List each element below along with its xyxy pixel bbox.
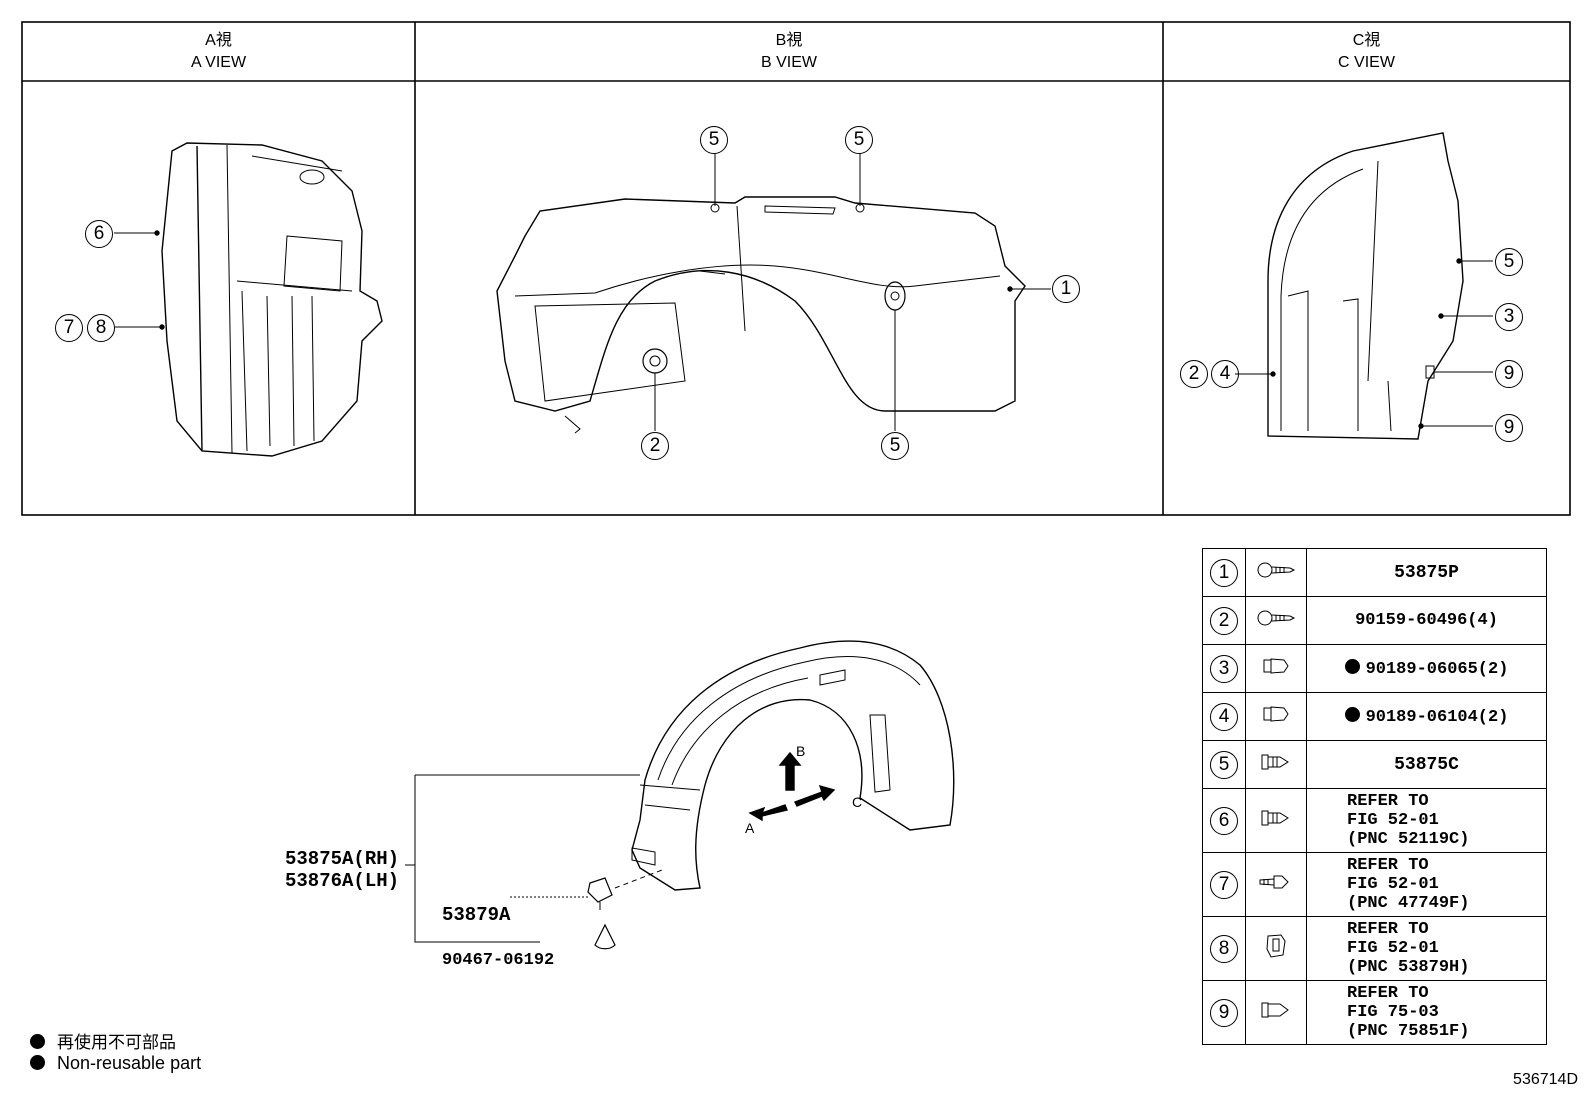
parts-row-4: 4 90189-06104(2) <box>1202 692 1547 741</box>
part-number: 53875C <box>1306 740 1547 789</box>
legend-en-text: Non-reusable part <box>57 1053 202 1073</box>
a-view-drawing <box>114 142 383 457</box>
callout-9-c-upper: 9 <box>1495 360 1523 388</box>
row-number: 1 <box>1210 558 1238 587</box>
ref-line: REFER TO <box>1347 792 1429 811</box>
screw-icon <box>1257 610 1296 626</box>
part-number: 90189-06104(2) <box>1365 707 1509 727</box>
callout-7-a: 7 <box>55 314 83 342</box>
row-number: 4 <box>1210 702 1238 731</box>
callout-3-c: 3 <box>1495 303 1523 331</box>
part-number: 90189-06065(2) <box>1365 659 1509 679</box>
liner-rh-label: 53875A(RH) <box>285 848 400 870</box>
ref-line: REFER TO <box>1347 920 1429 939</box>
callout-2-b: 2 <box>641 432 669 460</box>
callout-5-b-left: 5 <box>700 126 728 154</box>
row-number: 7 <box>1210 870 1238 899</box>
parts-row-1: 1 53875P <box>1202 548 1547 597</box>
ref-line: (PNC 53879H) <box>1347 958 1470 977</box>
a-view-title-en: A VIEW <box>190 54 247 71</box>
c-view-title-en: C VIEW <box>1338 54 1395 71</box>
part-cell: 90189-06065(2) <box>1306 644 1547 693</box>
callout-5-c: 5 <box>1495 248 1523 276</box>
ref-line: FIG 52-01 <box>1347 875 1439 894</box>
callout-4-c: 4 <box>1211 360 1239 388</box>
nut-icon <box>1263 706 1289 722</box>
screw-icon <box>1257 562 1296 578</box>
b-view-drawing <box>496 153 1051 434</box>
direction-c-label: C <box>852 794 863 810</box>
ref-line: (PNC 52119C) <box>1347 830 1470 849</box>
part-cell: 90189-06104(2) <box>1306 692 1547 741</box>
retainer-icon <box>1266 934 1286 958</box>
figure-id: 536714D <box>1513 1071 1578 1088</box>
ref-line: REFER TO <box>1347 984 1429 1003</box>
non-reusable-dot-icon <box>1344 706 1360 722</box>
row-number: 8 <box>1210 934 1238 963</box>
callout-5-b-bottom: 5 <box>881 432 909 460</box>
parts-row-3: 3 90189-06065(2) <box>1202 644 1547 693</box>
c-view-title-jp: C視 <box>1352 32 1381 49</box>
ref-line: (PNC 75851F) <box>1347 1022 1470 1041</box>
row-number: 2 <box>1210 606 1238 635</box>
row-number: 5 <box>1210 750 1238 779</box>
parts-row-2: 2 90159-60496(4) <box>1202 596 1547 645</box>
callout-6-a: 6 <box>85 220 113 248</box>
fender-liner-drawing <box>405 640 955 950</box>
part-number: 53875P <box>1306 548 1547 597</box>
legend-en: Non-reusable part <box>30 1053 201 1074</box>
callout-9-c-lower: 9 <box>1495 414 1523 442</box>
c-view-drawing <box>1235 132 1493 440</box>
c-view-header: C視 C VIEW <box>1163 30 1570 74</box>
legend-jp: 再使用不可部品 <box>30 1028 176 1053</box>
push-clip-icon <box>1259 875 1289 889</box>
callout-5-b-right: 5 <box>845 126 873 154</box>
callout-1-b: 1 <box>1052 275 1080 303</box>
ref-line: FIG 52-01 <box>1347 939 1439 958</box>
a-view-header: A視 A VIEW <box>22 30 415 74</box>
ref-line: FIG 75-03 <box>1347 1003 1439 1022</box>
callout-2-c: 2 <box>1180 360 1208 388</box>
part-number: 90159-60496(4) <box>1306 596 1547 645</box>
clip-label: 90467-06192 <box>442 951 555 970</box>
direction-b-label: B <box>796 743 806 759</box>
liner-lh-label: 53876A(LH) <box>285 870 400 892</box>
clip-icon <box>1261 754 1289 770</box>
row-number: 6 <box>1210 806 1238 835</box>
nut-icon <box>1263 658 1289 674</box>
row-number: 9 <box>1210 998 1238 1027</box>
b-view-title-en: B VIEW <box>760 54 817 71</box>
a-view-title-jp: A視 <box>205 32 232 49</box>
parts-table: 1 53875P 2 90159-60496(4) 3 90189-06065(… <box>1202 548 1547 1045</box>
row-number: 3 <box>1210 654 1238 683</box>
ref-line: FIG 52-01 <box>1347 811 1439 830</box>
b-view-header: B視 B VIEW <box>415 30 1163 74</box>
non-reusable-dot-icon <box>30 1055 45 1070</box>
ref-line: REFER TO <box>1347 856 1429 875</box>
non-reusable-dot-icon <box>1344 658 1360 674</box>
clip-icon <box>1261 1002 1289 1018</box>
non-reusable-dot-icon <box>30 1034 45 1049</box>
callout-8-a: 8 <box>87 314 115 342</box>
retainer-label: 53879A <box>442 904 511 926</box>
ref-line: (PNC 47749F) <box>1347 894 1470 913</box>
b-view-title-jp: B視 <box>775 32 803 49</box>
legend-jp-text: 再使用不可部品 <box>57 1033 176 1052</box>
parts-row-5: 5 53875C <box>1202 740 1547 789</box>
direction-a-label: A <box>745 820 755 836</box>
clip-icon <box>1261 810 1289 826</box>
